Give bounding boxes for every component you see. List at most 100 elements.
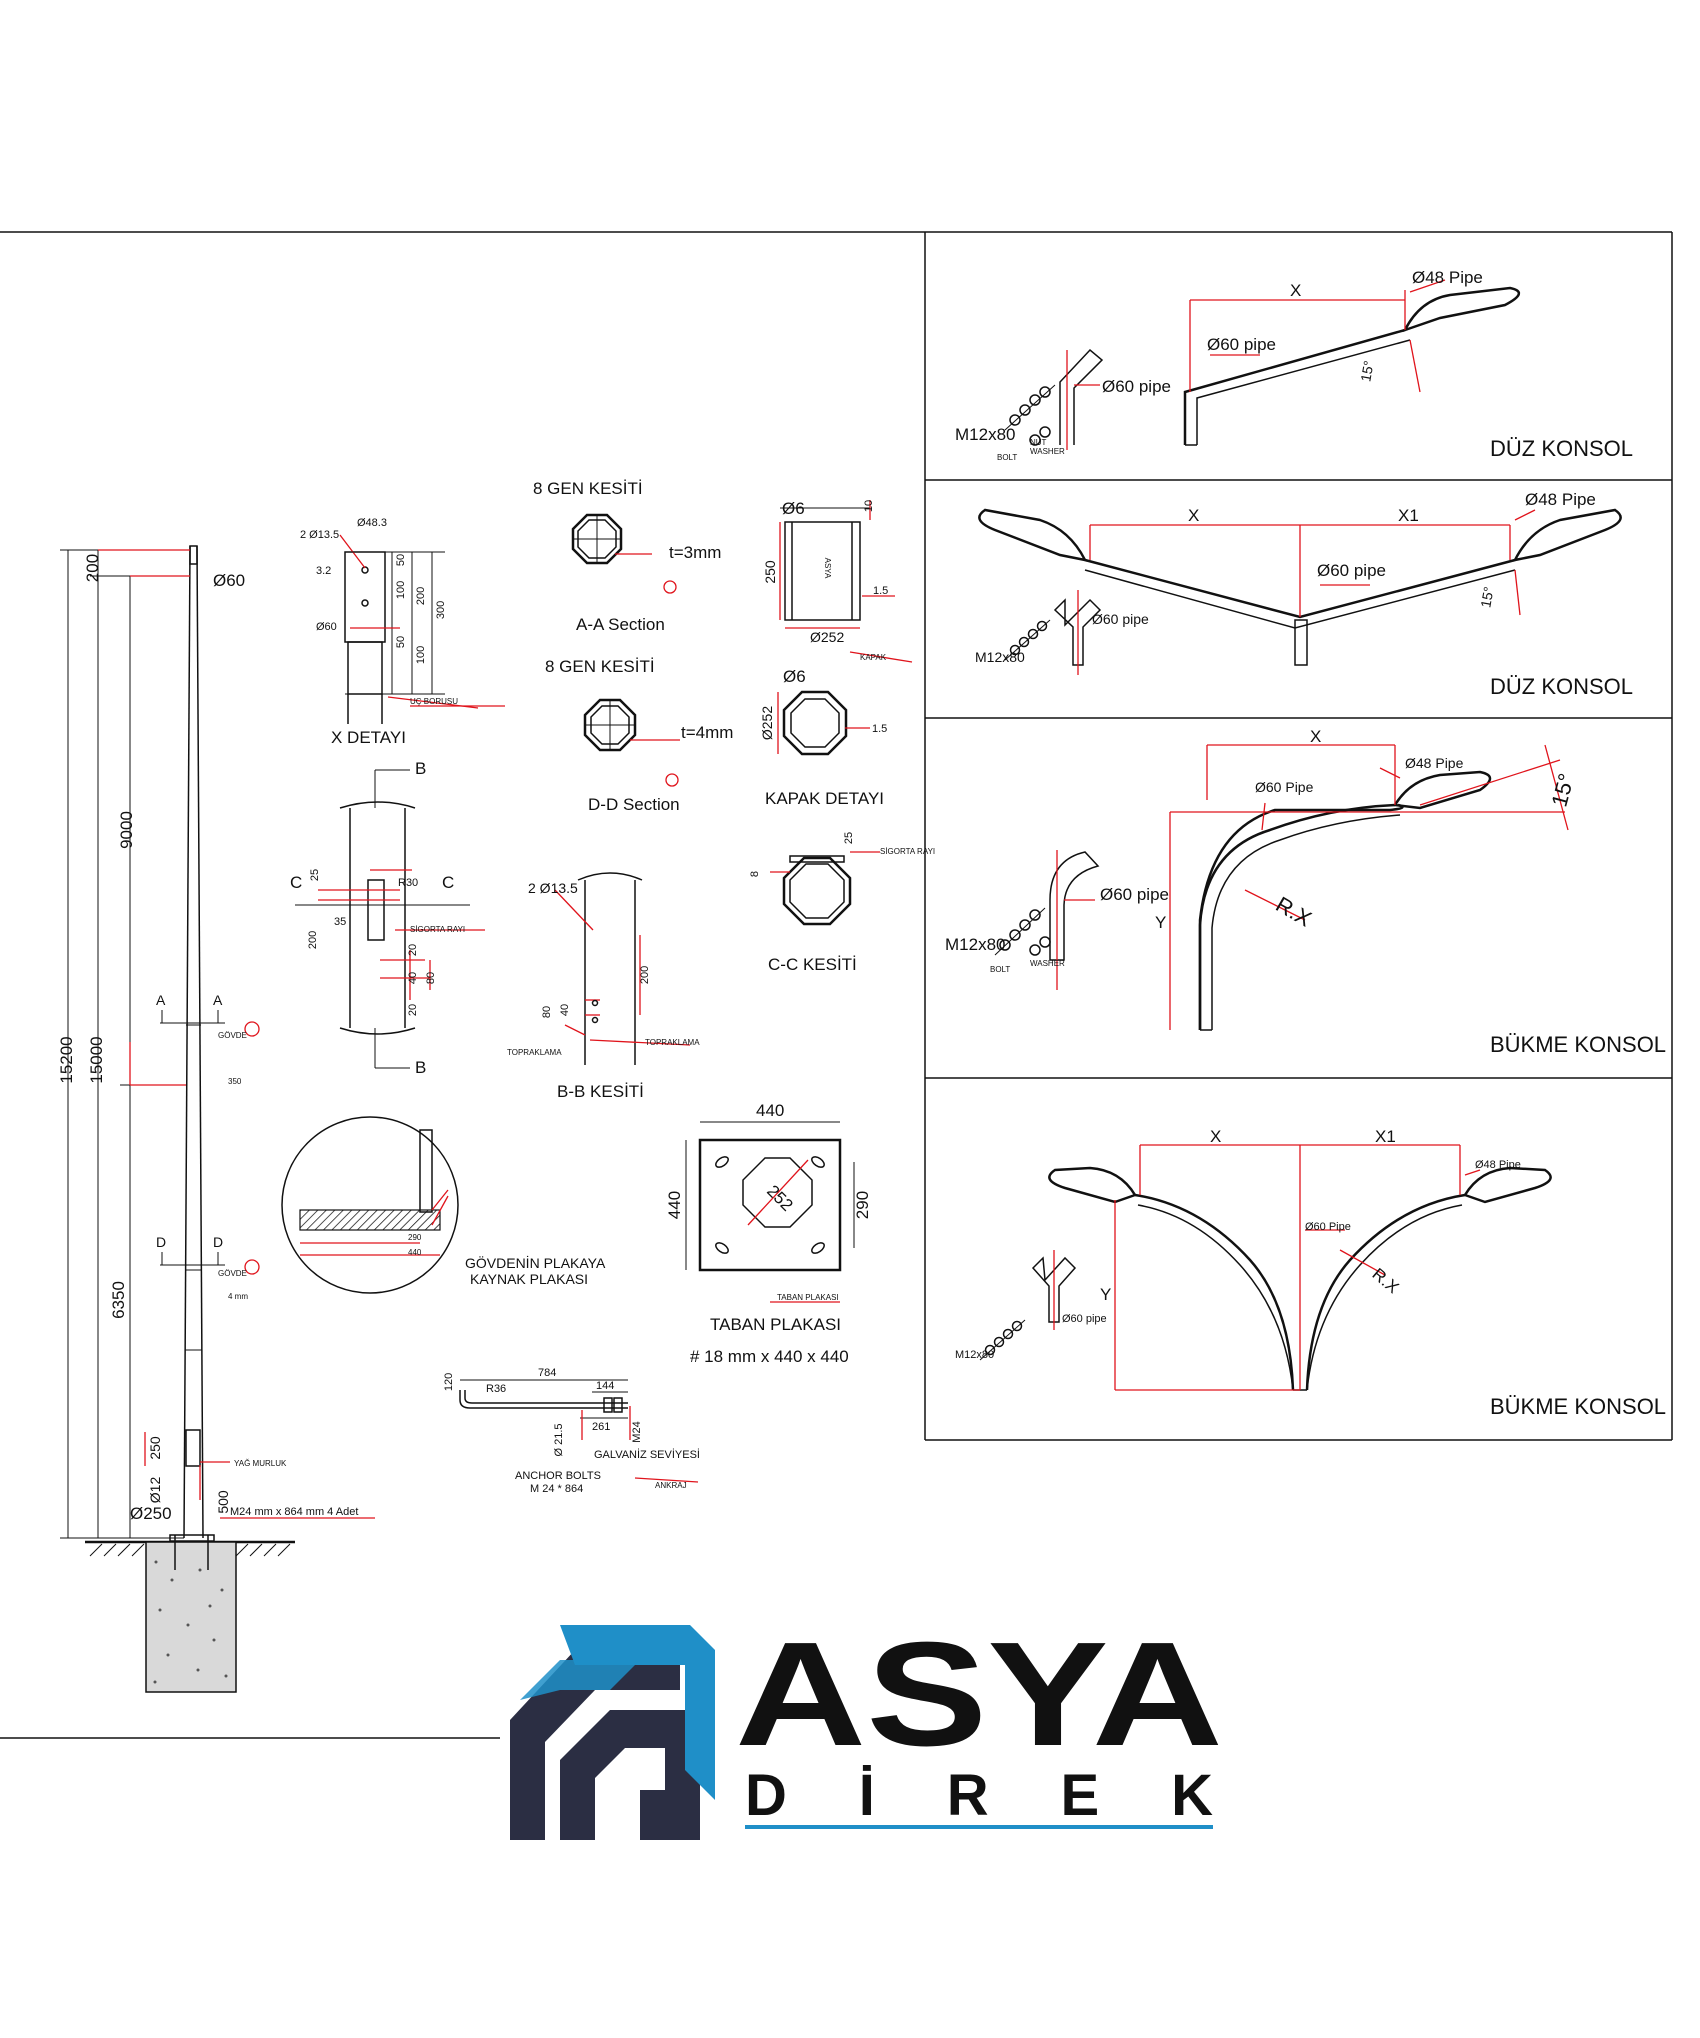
konsol-3-bolt-tag: BOLT — [990, 965, 1010, 974]
anchor-title-1: ANCHOR BOLTS — [515, 1470, 601, 1482]
section-bb — [554, 872, 691, 1065]
section-a-left: A — [156, 992, 166, 1008]
kapak-d6-top: Ø6 — [782, 499, 805, 518]
konsol-2-angle: 15° — [1477, 585, 1496, 609]
kapak-15: 1.5 — [873, 585, 888, 597]
konsol-1-drawing — [1004, 279, 1520, 450]
konsol-3-pipe60: Ø60 Pipe — [1255, 779, 1314, 795]
kapak-labels: Ø6 10 250 1.5 Ø252 ASYA KAPAK Ø6 Ø252 1.… — [759, 499, 888, 808]
dd-thickness: t=4mm — [681, 723, 733, 742]
bolt-note: M24 mm x 864 mm 4 Adet — [230, 1506, 358, 1518]
konsol-4-detail-pipe: Ø60 pipe — [1062, 1313, 1107, 1325]
logo-mark — [510, 1625, 715, 1840]
base-plate-h290: 290 — [853, 1191, 872, 1219]
konsol-1-detail-pipe: Ø60 pipe — [1102, 377, 1171, 396]
konsol-2-pipe60: Ø60 pipe — [1317, 561, 1386, 580]
weld-440: 440 — [408, 1248, 422, 1257]
cc-title: C-C KESİTİ — [768, 955, 857, 974]
konsol-3-rx: R.X — [1272, 892, 1317, 932]
drawing-frame — [0, 231, 1673, 1739]
konsol-2-bolt: M12x80 — [975, 649, 1025, 665]
konsol-1-x: X — [1290, 281, 1301, 300]
dim-height: 15000 — [87, 1036, 106, 1083]
base-plate — [685, 1121, 855, 1303]
aa-thickness: t=3mm — [669, 543, 721, 562]
door-20a: 20 — [407, 944, 419, 956]
konsol-1-labels: X Ø48 Pipe Ø60 pipe 15° Ø60 pipe M12x80 … — [955, 268, 1633, 462]
konsol-2-pipe48: Ø48 Pipe — [1525, 490, 1596, 509]
cc-sigorta: SİGORTA RAYI — [880, 847, 935, 856]
section-a-right: A — [213, 992, 223, 1008]
anchor-d215: Ø 21.5 — [553, 1423, 565, 1456]
x-detail-50a: 50 — [395, 554, 407, 566]
anchor-labels: 120 R36 784 144 Ø 21.5 261 M24 GALVANİZ … — [443, 1367, 700, 1495]
x-detail-hole: 2 Ø13.5 — [300, 529, 339, 541]
door-35: 35 — [334, 916, 346, 928]
base-plate-spec: # 18 mm x 440 x 440 — [690, 1347, 849, 1366]
konsol-3-drawing — [994, 744, 1569, 1031]
konsol-2-x1: X1 — [1398, 506, 1419, 525]
uc-borusu: UÇ BORUSU — [410, 697, 458, 706]
konsol-4-pipe48: Ø48 Pipe — [1475, 1159, 1521, 1171]
door-b-bottom: B — [415, 1058, 426, 1077]
konsol-4-bolt: M12x80 — [955, 1349, 994, 1361]
anchor-ankraj: ANKRAJ — [655, 1481, 687, 1490]
konsol-4-x: X — [1210, 1127, 1221, 1146]
cc-25: 25 — [843, 832, 855, 844]
concrete-texture — [153, 1560, 228, 1684]
door-250: 250 — [147, 1436, 163, 1460]
bb-80: 80 — [541, 1006, 553, 1018]
base-plate-d252: 252 — [763, 1181, 796, 1214]
kapak-d252: Ø252 — [810, 629, 844, 645]
anchor-r36: R36 — [486, 1383, 506, 1395]
door-40: 40 — [407, 972, 419, 984]
section-cc — [770, 851, 880, 926]
konsol-1-pipe60: Ø60 pipe — [1207, 335, 1276, 354]
konsol-4-pipe60: Ø60 Pipe — [1305, 1221, 1351, 1233]
logo-underline — [745, 1825, 1213, 1829]
anchor-261: 261 — [592, 1421, 610, 1433]
top-diameter: Ø60 — [213, 571, 245, 590]
dim-top: 200 — [83, 554, 102, 582]
kapak-detail — [777, 690, 870, 756]
weld-290: 290 — [408, 1233, 422, 1242]
dd-caption: D-D Section — [588, 795, 680, 814]
x-detail-d48: Ø48.3 — [357, 517, 387, 529]
bb-labels: 2 Ø13.5 200 80 40 TOPRAKLAMA TOPRAKLAMA … — [507, 880, 700, 1101]
section-d-right: D — [213, 1234, 223, 1250]
x-detail-100a: 100 — [395, 581, 407, 599]
konsol-4-x1: X1 — [1375, 1127, 1396, 1146]
kapak-15b: 1.5 — [872, 723, 887, 735]
section-d-left: D — [156, 1234, 166, 1250]
konsol-2-drawing — [978, 508, 1622, 675]
dim-lower: 6350 — [109, 1281, 128, 1319]
base-plate-title: TABAN PLAKASI — [710, 1315, 841, 1334]
base-plate-h440: 440 — [665, 1191, 684, 1219]
door-sigorta: SİGORTA RAYI — [410, 925, 465, 934]
konsol-4-y: Y — [1100, 1285, 1111, 1304]
ground-hatch — [89, 1543, 291, 1557]
bb-title: B-B KESİTİ — [557, 1082, 644, 1101]
konsol-3-x: X — [1310, 727, 1321, 746]
logo-word-asya: ASYA — [735, 1612, 1223, 1777]
kapak-brand: ASYA — [823, 558, 832, 579]
konsol-3-detail-pipe: Ø60 pipe — [1100, 885, 1169, 904]
door-dia: Ø12 — [147, 1477, 163, 1504]
aa-caption: A-A Section — [576, 615, 665, 634]
govde-label-1: GÖVDE — [218, 1031, 247, 1040]
x-detail-d32: 3.2 — [316, 565, 331, 577]
x-detail-50b: 50 — [395, 636, 407, 648]
dim-overall: 15200 — [57, 1036, 76, 1083]
anchor-144: 144 — [596, 1380, 614, 1392]
section-aa — [571, 513, 677, 594]
anchor-784: 784 — [538, 1367, 556, 1379]
door-80: 80 — [425, 972, 437, 984]
door-c-right: C — [442, 873, 454, 892]
pole-elevation — [60, 545, 375, 1693]
door-c-left: C — [290, 873, 302, 892]
kapak-title: KAPAK DETAYI — [765, 789, 884, 808]
konsol-4-drawing — [979, 1144, 1552, 1391]
anchor-title-2: M 24 * 864 — [530, 1483, 583, 1495]
bb-hole: 2 Ø13.5 — [528, 880, 578, 896]
